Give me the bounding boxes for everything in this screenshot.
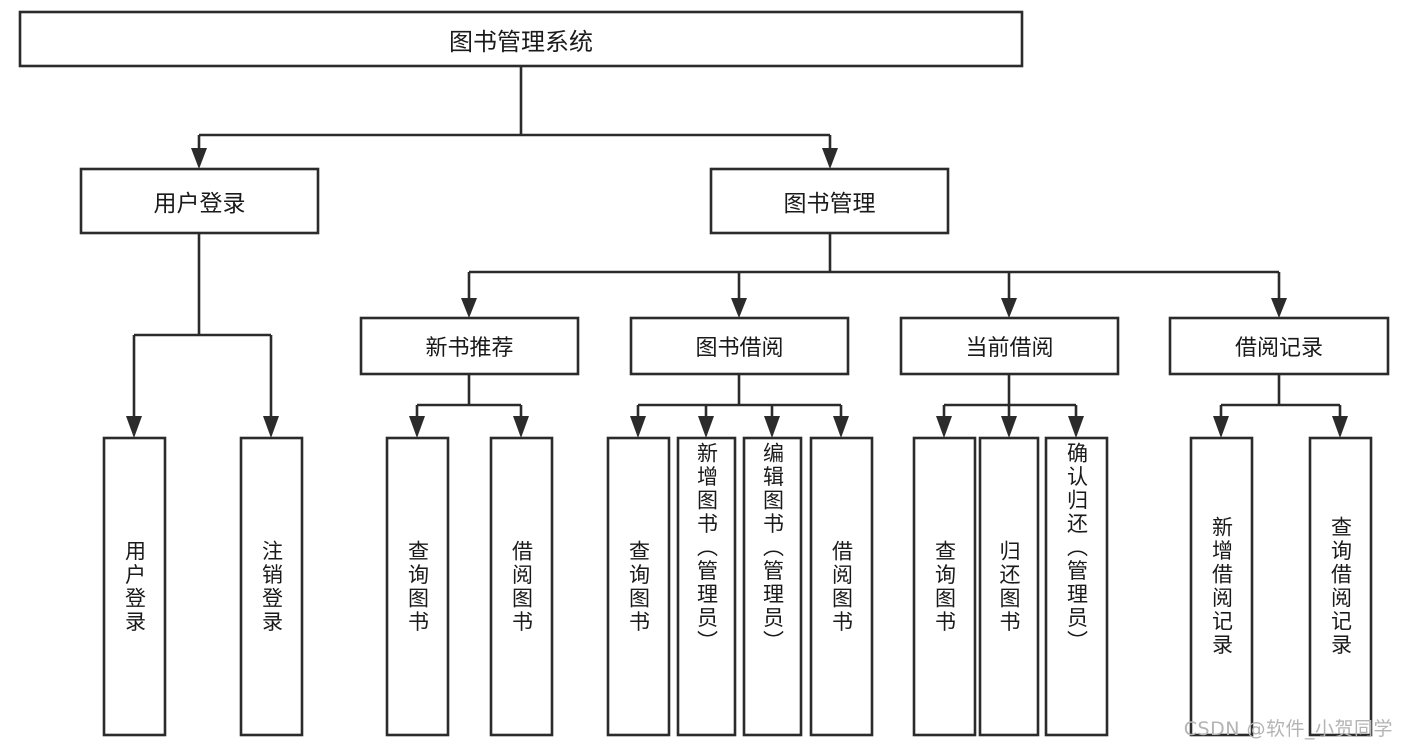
arrow-head-icon (630, 416, 646, 438)
connector-current-borrow-to-leaves (936, 374, 1084, 438)
arrow-head-icon (263, 416, 279, 438)
arrow-head-icon (191, 148, 207, 169)
node-leaf-user-login[interactable] (102, 436, 167, 737)
connector-user-login-to-leaves (126, 233, 279, 438)
node-leaf-borrow-book-1[interactable] (489, 436, 554, 737)
node-leaf-add-record[interactable] (1189, 436, 1254, 737)
node-borrow-record[interactable] (1168, 316, 1390, 376)
node-current-borrow[interactable] (899, 316, 1120, 376)
node-leaf-add-book[interactable] (676, 436, 737, 737)
arrow-head-icon (1213, 416, 1229, 438)
arrow-head-icon (936, 416, 952, 438)
connector-book-management-to-level3 (461, 233, 1287, 318)
node-root[interactable] (18, 10, 1024, 68)
arrow-head-icon (822, 148, 838, 169)
node-leaf-confirm-return[interactable] (1044, 436, 1109, 737)
arrow-head-icon (698, 416, 714, 438)
node-leaf-query-book-3[interactable] (912, 436, 977, 737)
node-leaf-query-book-1[interactable] (385, 436, 450, 737)
node-user-login[interactable] (79, 167, 320, 235)
arrow-head-icon (833, 416, 849, 438)
arrow-head-icon (1001, 416, 1017, 438)
arrow-head-icon (513, 416, 529, 438)
arrow-head-icon (126, 416, 142, 438)
arrow-head-icon (461, 298, 477, 318)
node-new-book-recommend[interactable] (359, 316, 580, 376)
node-leaf-logout-login[interactable] (239, 436, 304, 737)
node-leaf-query-record[interactable] (1308, 436, 1373, 737)
connector-book-borrow-to-leaves (630, 374, 849, 438)
arrow-head-icon (1001, 298, 1017, 318)
arrow-head-icon (731, 298, 747, 318)
node-leaf-edit-book[interactable] (742, 436, 803, 737)
connector-root-to-level2 (191, 66, 838, 169)
arrow-head-icon (409, 416, 425, 438)
arrow-head-icon (1068, 416, 1084, 438)
node-leaf-return-book[interactable] (978, 436, 1040, 737)
connector-new-book-recommend-to-leaves (409, 374, 529, 438)
node-book-management[interactable] (709, 167, 950, 235)
node-leaf-query-book-2[interactable] (606, 436, 671, 737)
arrow-head-icon (1271, 298, 1287, 318)
arrow-head-icon (764, 416, 780, 438)
node-leaf-borrow-book-2[interactable] (809, 436, 874, 737)
node-book-borrow[interactable] (629, 316, 850, 376)
connector-borrow-record-to-leaves (1213, 374, 1348, 438)
arrow-head-icon (1332, 416, 1348, 438)
